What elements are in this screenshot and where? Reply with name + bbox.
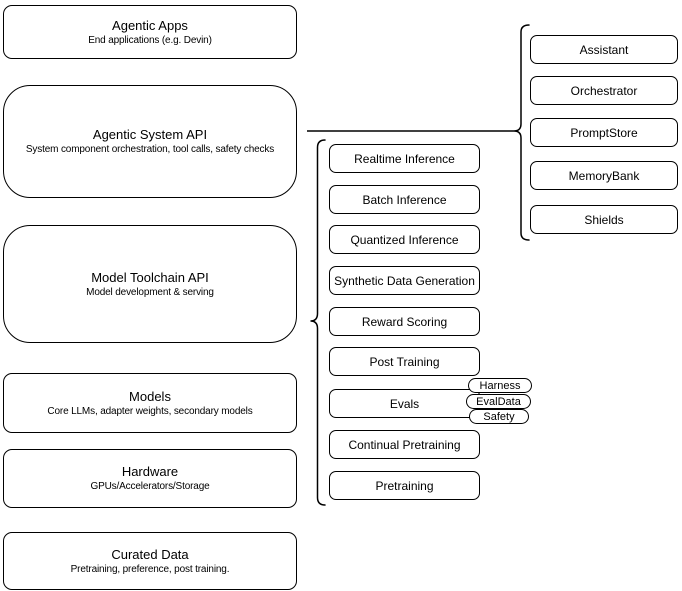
component-memorybank: MemoryBank (530, 161, 678, 190)
toolchain-item-continual-pretraining: Continual Pretraining (329, 430, 480, 459)
pill-label: EvalData (476, 395, 521, 408)
node-title: Hardware (121, 464, 179, 479)
node-subtitle: GPUs/Accelerators/Storage (90, 481, 210, 492)
eval-tag-evaldata: EvalData (466, 394, 531, 409)
item-label: Pretraining (375, 478, 434, 493)
node-subtitle: Model development & serving (86, 286, 214, 298)
node-title: Model Toolchain API (91, 269, 209, 285)
toolchain-item-quantized-inference: Quantized Inference (329, 225, 480, 254)
component-orchestrator: Orchestrator (530, 76, 678, 105)
eval-tag-safety: Safety (469, 409, 529, 424)
brace-components-group (513, 24, 530, 241)
item-label: Synthetic Data Generation (334, 273, 475, 288)
toolchain-item-evals: Evals (329, 389, 480, 418)
item-label: Orchestrator (570, 83, 638, 98)
item-label: PromptStore (570, 125, 638, 140)
toolchain-item-realtime-inference: Realtime Inference (329, 144, 480, 173)
component-shields: Shields (530, 205, 678, 234)
item-label: Post Training (369, 354, 440, 369)
node-subtitle: System component orchestration, tool cal… (25, 144, 275, 155)
node-models: Models Core LLMs, adapter weights, secon… (3, 373, 297, 433)
node-subtitle: End applications (e.g. Devin) (88, 34, 212, 46)
node-title: Models (129, 388, 171, 404)
brace-toolchain-group (310, 139, 326, 506)
item-label: Realtime Inference (354, 151, 455, 166)
node-title: Curated Data (111, 546, 189, 562)
item-label: Continual Pretraining (348, 437, 461, 452)
node-agentic-apps: Agentic Apps End applications (e.g. Devi… (3, 5, 297, 59)
item-label: Evals (389, 396, 420, 411)
toolchain-item-reward-scoring: Reward Scoring (329, 307, 480, 336)
component-assistant: Assistant (530, 35, 678, 64)
node-model-toolchain-api: Model Toolchain API Model development & … (3, 225, 297, 343)
item-label: Reward Scoring (361, 314, 448, 329)
node-title: Agentic Apps (112, 17, 188, 33)
item-label: MemoryBank (568, 168, 640, 183)
pill-label: Safety (483, 410, 515, 423)
toolchain-item-batch-inference: Batch Inference (329, 185, 480, 214)
item-label: Shields (584, 212, 624, 227)
item-label: Quantized Inference (350, 232, 459, 247)
toolchain-item-post-training: Post Training (329, 347, 480, 376)
component-promptstore: PromptStore (530, 118, 678, 147)
toolchain-item-pretraining: Pretraining (329, 471, 480, 500)
toolchain-item-synthetic-data-generation: Synthetic Data Generation (329, 266, 480, 295)
node-subtitle: Pretraining, preference, post training. (70, 563, 230, 575)
node-agentic-system-api: Agentic System API System component orch… (3, 85, 297, 198)
node-subtitle: Core LLMs, adapter weights, secondary mo… (47, 405, 253, 417)
item-label: Assistant (579, 42, 629, 57)
pill-label: Harness (479, 379, 521, 392)
node-curated-data: Curated Data Pretraining, preference, po… (3, 532, 297, 590)
node-title: Agentic System API (92, 127, 208, 142)
eval-tag-harness: Harness (468, 378, 532, 393)
item-label: Batch Inference (362, 192, 447, 207)
node-hardware: Hardware GPUs/Accelerators/Storage (3, 449, 297, 508)
